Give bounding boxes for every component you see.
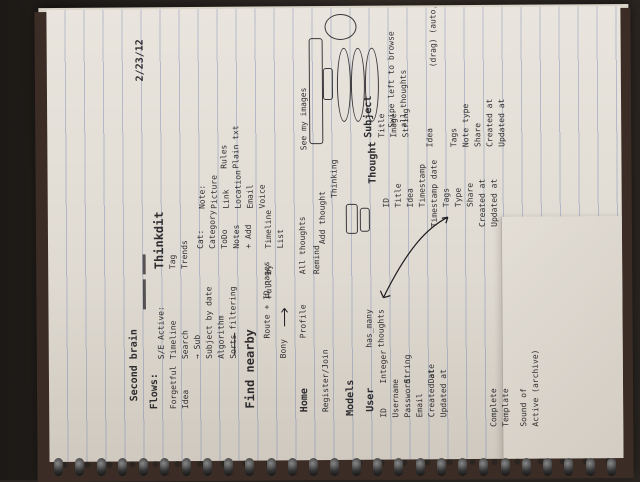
spiral-notebook: Second brain Thinkdit 2/23/12 Flows: For… xyxy=(34,3,634,482)
sketch-arrows xyxy=(142,216,449,355)
spiral-binding xyxy=(40,458,630,480)
notebook-page: Second brain Thinkdit 2/23/12 Flows: For… xyxy=(46,6,624,462)
